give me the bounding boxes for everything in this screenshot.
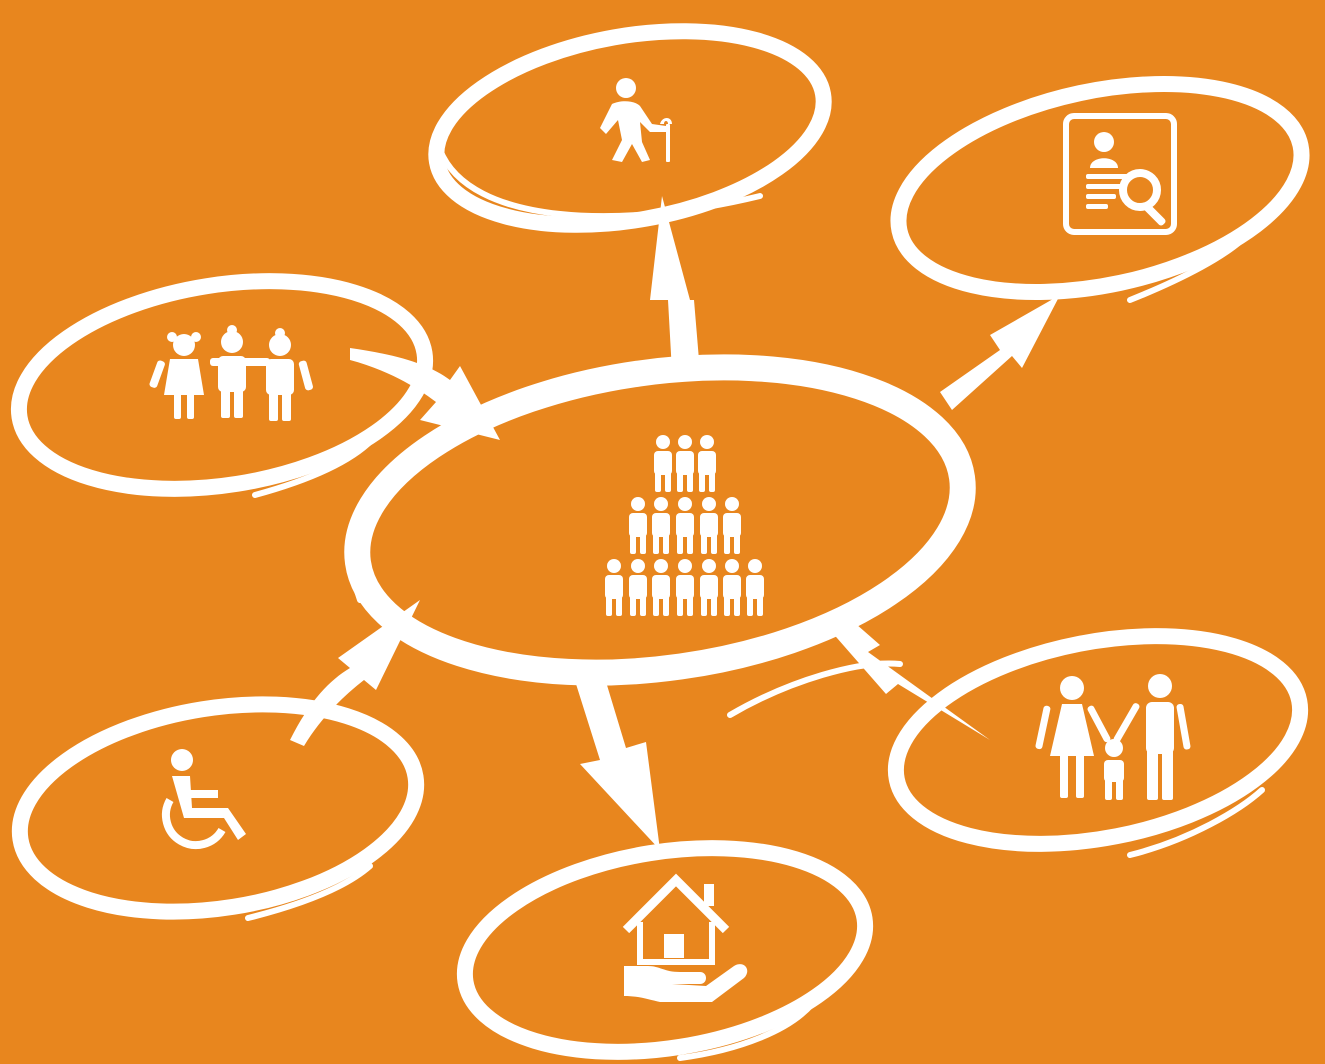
family-node-ring <box>727 628 1309 858</box>
elderly-node-ring <box>428 23 832 233</box>
id-document-search-icon <box>1063 113 1177 235</box>
arrow-to-housing <box>570 662 660 850</box>
elderly-person-cane-icon <box>600 78 672 162</box>
disability-node-ring <box>11 696 425 921</box>
arrow-to-elderly <box>650 196 700 372</box>
node-ellipses <box>10 23 1310 1061</box>
arrow-to-profile <box>940 295 1060 410</box>
house-in-hand-icon <box>622 873 748 1002</box>
wheelchair-icon <box>162 749 246 850</box>
center-node-ring <box>344 354 976 686</box>
arrow-to-family <box>830 610 990 740</box>
profile-node-ring <box>890 75 1310 303</box>
housing-node-ring <box>456 840 874 1061</box>
children-group-icon <box>149 325 313 421</box>
node-icons <box>149 78 1191 1002</box>
family-icon <box>1035 674 1191 800</box>
children-node-ring <box>10 273 434 498</box>
